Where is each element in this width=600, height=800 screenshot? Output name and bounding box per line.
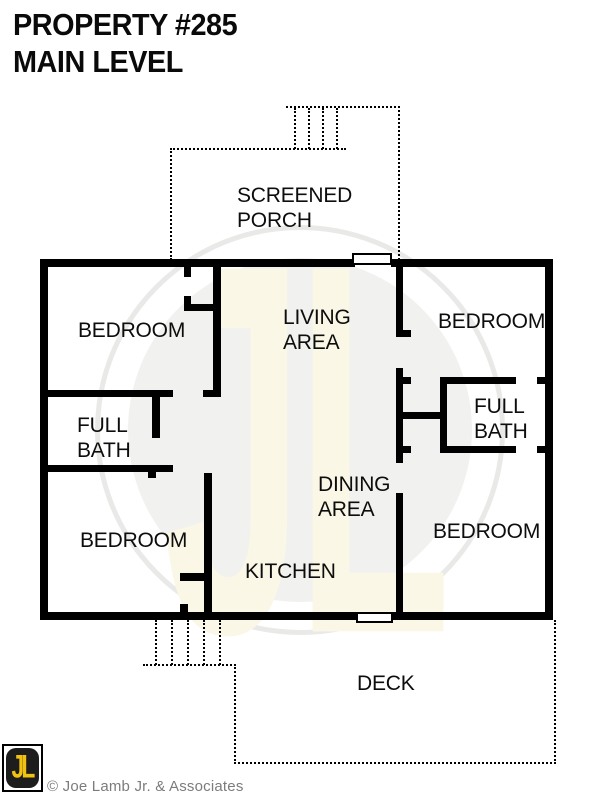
porch-outline-top <box>170 148 346 150</box>
page-title: PROPERTY #285 MAIN LEVEL <box>13 6 238 80</box>
room-label-full-bath-left: FULL BATH <box>77 414 131 462</box>
room-label-full-bath-right: FULL BATH <box>474 395 528 443</box>
room-label-screened-porch: SCREENED PORCH <box>237 184 353 232</box>
wall-bath2-bottom <box>440 446 516 453</box>
porch-stairs-top <box>286 106 400 108</box>
wall-bath1-bottom <box>40 465 173 472</box>
sliding-door-top <box>352 253 392 265</box>
wall-exterior-right <box>545 259 553 620</box>
watermark-monogram: JL <box>162 155 452 745</box>
wall-bath1-east <box>152 390 160 438</box>
room-label-deck: DECK <box>357 672 415 695</box>
wall-bath1-jamb <box>148 471 156 478</box>
deck-stair-step <box>203 620 205 665</box>
wall-door-jamb <box>403 377 411 384</box>
wall-kitchen-west <box>204 473 212 620</box>
watermark-ring <box>95 225 505 635</box>
deck-stair-step <box>155 620 157 665</box>
wall-closet-west <box>184 296 191 311</box>
wall-exterior-bottom-left <box>40 612 358 620</box>
wall-hall-divider <box>399 412 443 419</box>
porch-stair-step <box>294 108 296 149</box>
wall-bath2-west <box>440 377 447 453</box>
wall-bath2-top <box>440 377 516 384</box>
room-label-living-area: LIVING AREA <box>283 306 351 354</box>
wall-closet2-stub <box>180 604 188 613</box>
deck-outline-left <box>234 664 236 764</box>
room-label-bedroom-top-right: BEDROOM <box>438 310 546 333</box>
wall-living-west-hook <box>203 390 213 397</box>
room-label-bedroom-bottom-right: BEDROOM <box>433 520 541 543</box>
wall-exterior-top-right <box>391 259 553 267</box>
copyright-text: © Joe Lamb Jr. & Associates <box>47 778 244 795</box>
page-title-line1: PROPERTY #285 <box>13 7 238 42</box>
wall-door-jamb <box>403 330 411 337</box>
wall-exterior-top-left <box>40 259 355 267</box>
room-label-kitchen: KITCHEN <box>245 560 336 583</box>
deck-outline-right <box>554 620 556 764</box>
room-label-bedroom-bottom-left: BEDROOM <box>80 529 188 552</box>
room-label-bedroom-top-left: BEDROOM <box>78 319 186 342</box>
wall-dining-east-lower <box>396 493 403 620</box>
wall-closet-bottom <box>184 304 221 311</box>
wall-door-jamb <box>537 377 545 384</box>
wall-door-jamb <box>403 446 411 453</box>
porch-outline-left <box>170 148 172 260</box>
wall-exterior-bottom-right <box>392 612 553 620</box>
deck-stair-step <box>219 620 221 665</box>
porch-outline-right <box>398 106 400 260</box>
wall-exterior-left <box>40 259 48 620</box>
page-title-line2: MAIN LEVEL <box>13 44 183 79</box>
porch-stair-step <box>336 108 338 149</box>
wall-bedroom1-bottom <box>40 390 173 397</box>
deck-outline-step-bottom <box>143 664 236 666</box>
room-label-dining-area: DINING AREA <box>318 473 391 521</box>
wall-closet2-top <box>180 573 204 581</box>
logo-jl-monogram: JL <box>12 749 36 786</box>
wall-closet-stub <box>184 267 191 277</box>
company-logo: JL <box>2 744 43 792</box>
wall-door-jamb <box>537 446 545 453</box>
watermark-disc <box>128 258 472 602</box>
porch-stair-step <box>322 108 324 149</box>
deck-stair-step <box>187 620 189 665</box>
logo-rounded-square: JL <box>6 748 39 788</box>
porch-stair-step <box>308 108 310 149</box>
sliding-door-bottom <box>356 612 393 623</box>
wall-living-west <box>213 259 221 397</box>
deck-outline-bottom <box>234 762 556 764</box>
deck-stair-step <box>171 620 173 665</box>
wall-dining-east-upper <box>396 259 403 337</box>
